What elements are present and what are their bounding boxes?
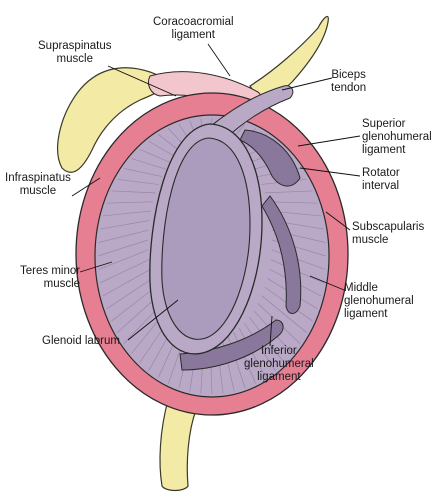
capsule-fiber-line bbox=[123, 168, 163, 177]
capsule-fiber-line bbox=[261, 295, 308, 333]
leader-line bbox=[297, 135, 361, 147]
label-superior-glenohumeral-ligament: Superior glenohumeral ligament bbox=[362, 118, 432, 156]
leader-lines bbox=[71, 43, 361, 347]
label-middle-glenohumeral-ligament: Middle glenohumeral ligament bbox=[344, 282, 414, 320]
leader-line bbox=[79, 261, 113, 273]
label-teres-minor-muscle: Teres minor muscle bbox=[20, 265, 81, 290]
inferior-glenohumeral-ligament-shape bbox=[179, 319, 284, 371]
capsule-fiber-line bbox=[106, 277, 153, 310]
label-infraspinatus-muscle: Infraspinatus muscle bbox=[5, 172, 71, 197]
capsule-fiber-line bbox=[102, 268, 151, 297]
capsule-fiber-line bbox=[148, 140, 176, 158]
leader-line bbox=[325, 211, 351, 231]
leader-line bbox=[299, 167, 361, 177]
capsule-fiber-line bbox=[271, 249, 326, 270]
label-biceps-tendon: Biceps tendon bbox=[331, 69, 367, 94]
leader-line bbox=[107, 65, 177, 97]
leader-line bbox=[71, 177, 101, 197]
capsule-fiber-line bbox=[131, 158, 167, 170]
leader-line bbox=[207, 43, 231, 77]
scapula-neck-bone bbox=[159, 399, 197, 492]
capsule-fiber-line bbox=[102, 210, 151, 217]
biceps-tendon bbox=[205, 85, 294, 143]
capsule-fiber-line bbox=[98, 249, 149, 270]
capsule-fiber-line bbox=[100, 220, 150, 230]
label-rotator-interval: Rotator interval bbox=[362, 167, 400, 192]
label-subscapularis-muscle: Subscapularis muscle bbox=[352, 221, 425, 246]
label-coracoacromial-ligament: Coracoacromial ligament bbox=[153, 16, 234, 41]
leader-line bbox=[127, 299, 179, 341]
label-inferior-glenohumeral-ligament: Inferior glenohumeral ligament bbox=[244, 345, 314, 383]
capsule-fiber-line bbox=[264, 190, 313, 194]
capsule-fiber-line bbox=[100, 259, 150, 284]
middle-glenohumeral-ligament-shape bbox=[261, 195, 302, 314]
leader-line bbox=[309, 275, 345, 291]
capsule-fiber-line bbox=[97, 239, 149, 257]
glenoid-fossa bbox=[161, 137, 251, 340]
leader-line bbox=[281, 77, 333, 91]
capsule-fiber-line bbox=[267, 201, 318, 204]
capsule-fiber-line bbox=[139, 149, 171, 164]
capsule-fiber-line bbox=[111, 286, 156, 322]
superior-glenohumeral-ligament-shape bbox=[239, 129, 301, 187]
capsule-fiber-line bbox=[98, 229, 149, 243]
capsule-fiber-line bbox=[111, 190, 156, 194]
leader-line bbox=[269, 315, 273, 347]
label-glenoid-labrum: Glenoid labrum bbox=[42, 335, 120, 347]
acromion-bone bbox=[57, 67, 167, 173]
capsule-fiber-line bbox=[117, 178, 159, 185]
capsule-fiber-line bbox=[106, 201, 153, 204]
label-supraspinatus-muscle: Supraspinatus muscle bbox=[38, 40, 112, 65]
